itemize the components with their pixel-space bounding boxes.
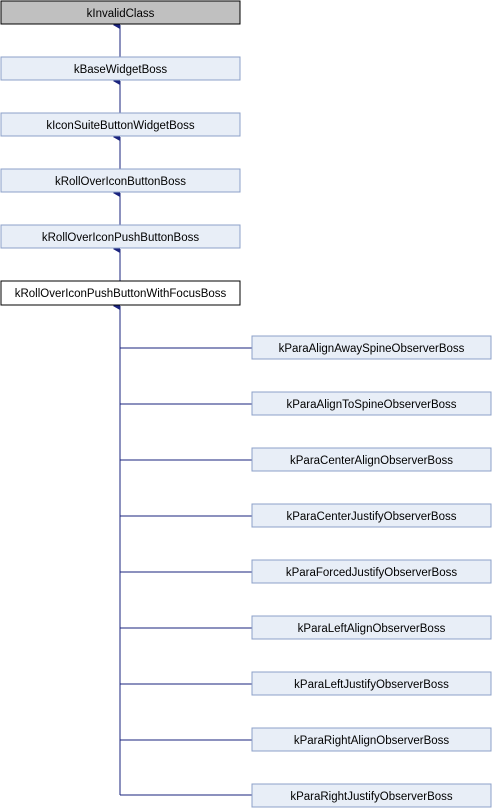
node-child-label: kParaCenterAlignObserverBoss: [290, 455, 453, 467]
node-ancestor-rollover-icon-push-button-boss[interactable]: kRollOverIconPushButtonBoss: [0, 224, 241, 249]
node-child-label: kParaLeftJustifyObserverBoss: [294, 679, 449, 691]
node-focus-label: kRollOverIconPushButtonWithFocusBoss: [15, 288, 227, 300]
node-child-para-forced-justify-observer-boss[interactable]: kParaForcedJustifyObserverBoss: [251, 559, 492, 584]
node-ancestor-icon-suite-button-widget-boss[interactable]: kIconSuiteButtonWidgetBoss: [0, 112, 241, 137]
node-child-para-align-away-spine-observer-boss[interactable]: kParaAlignAwaySpineObserverBoss: [251, 335, 492, 360]
node-child-label: kParaForcedJustifyObserverBoss: [286, 567, 458, 579]
node-ancestor-label: kRollOverIconButtonBoss: [55, 176, 186, 188]
child-branches: [120, 347, 252, 796]
node-child-para-left-align-observer-boss[interactable]: kParaLeftAlignObserverBoss: [251, 615, 492, 640]
node-child-label: kParaAlignToSpineObserverBoss: [286, 399, 456, 411]
node-child-para-center-justify-observer-boss[interactable]: kParaCenterJustifyObserverBoss: [251, 503, 492, 528]
node-ancestor-rollover-icon-button-boss[interactable]: kRollOverIconButtonBoss: [0, 168, 241, 193]
node-child-para-center-align-observer-boss[interactable]: kParaCenterAlignObserverBoss: [251, 447, 492, 472]
node-child-para-align-to-spine-observer-boss[interactable]: kParaAlignToSpineObserverBoss: [251, 391, 492, 416]
node-child-para-right-justify-observer-boss[interactable]: kParaRightJustifyObserverBoss: [251, 783, 492, 808]
node-ancestor-label: kIconSuiteButtonWidgetBoss: [46, 120, 195, 132]
node-focus: kRollOverIconPushButtonWithFocusBoss: [0, 280, 241, 306]
node-root-label: kInvalidClass: [87, 8, 155, 20]
node-child-label: kParaAlignAwaySpineObserverBoss: [279, 343, 465, 355]
node-child-label: kParaLeftAlignObserverBoss: [298, 623, 446, 635]
node-child-label: kParaCenterJustifyObserverBoss: [286, 511, 456, 523]
node-child-label: kParaRightJustifyObserverBoss: [290, 791, 453, 803]
node-child-para-right-align-observer-boss[interactable]: kParaRightAlignObserverBoss: [251, 727, 492, 752]
node-ancestor-label: kBaseWidgetBoss: [74, 64, 168, 76]
node-root[interactable]: kInvalidClass: [0, 0, 241, 25]
node-child-label: kParaRightAlignObserverBoss: [294, 735, 450, 747]
node-ancestor-base-widget-boss[interactable]: kBaseWidgetBoss: [0, 56, 241, 81]
node-child-para-left-justify-observer-boss[interactable]: kParaLeftJustifyObserverBoss: [251, 671, 492, 696]
node-ancestor-label: kRollOverIconPushButtonBoss: [42, 232, 199, 244]
